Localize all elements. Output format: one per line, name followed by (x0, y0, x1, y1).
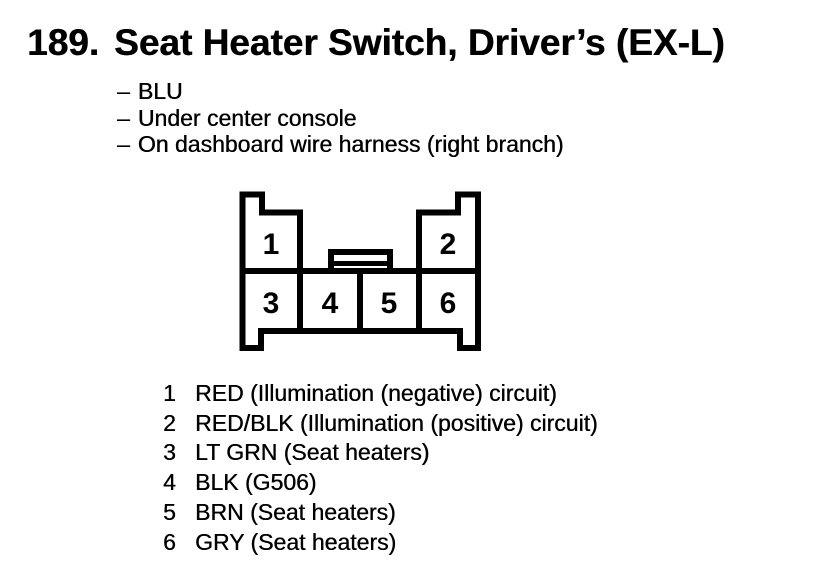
detail-row: – Under center console (117, 105, 564, 132)
connector-location: Under center console (137, 104, 357, 131)
pin-description: GRY (Seat heaters) (195, 528, 397, 555)
cavity-divider-lines (242, 268, 478, 331)
dash-bullet: – (117, 104, 130, 131)
dash-bullet: – (117, 78, 130, 104)
cavity-label-2: 2 (440, 228, 457, 261)
pin-description: LT GRN (Seat heaters) (195, 439, 430, 466)
pin-number: 3 (163, 439, 176, 466)
pin-description: RED/BLK (Illumination (positive) circuit… (195, 409, 598, 436)
pin-number: 4 (163, 469, 176, 496)
dash-bullet: – (117, 131, 130, 157)
cavity-label-4: 4 (322, 287, 339, 320)
connector-diagram: 1 2 3 4 5 6 (239, 191, 481, 351)
pin-description: RED (Illumination (negative) circuit) (195, 380, 557, 406)
cavity-label-6: 6 (440, 287, 457, 320)
pin-number: 1 (163, 380, 176, 406)
pin-number: 5 (163, 498, 176, 525)
cavity-label-1: 1 (263, 228, 280, 261)
pin-number: 6 (163, 528, 176, 555)
cavity-label-5: 5 (381, 287, 398, 320)
pin-description: BLK (G506) (195, 469, 317, 496)
pin-description: BRN (Seat heaters) (195, 498, 396, 525)
detail-list: – BLU – Under center console – On dashbo… (117, 78, 564, 158)
detail-row: – BLU (117, 78, 564, 105)
item-number: 189. (27, 22, 100, 63)
page-title-row: 189. Seat Heater Switch, Driver’s (EX-L) (27, 21, 725, 65)
pin-legend: 1 RED (Illumination (negative) circuit) … (163, 379, 598, 557)
detail-row: – On dashboard wire harness (right branc… (117, 131, 564, 158)
page-title: Seat Heater Switch, Driver’s (EX-L) (114, 22, 725, 63)
pin-number: 2 (163, 409, 176, 436)
cavity-label-3: 3 (263, 287, 280, 320)
connector-harness: On dashboard wire harness (right branch) (137, 131, 564, 157)
connector-color: BLU (137, 78, 183, 104)
